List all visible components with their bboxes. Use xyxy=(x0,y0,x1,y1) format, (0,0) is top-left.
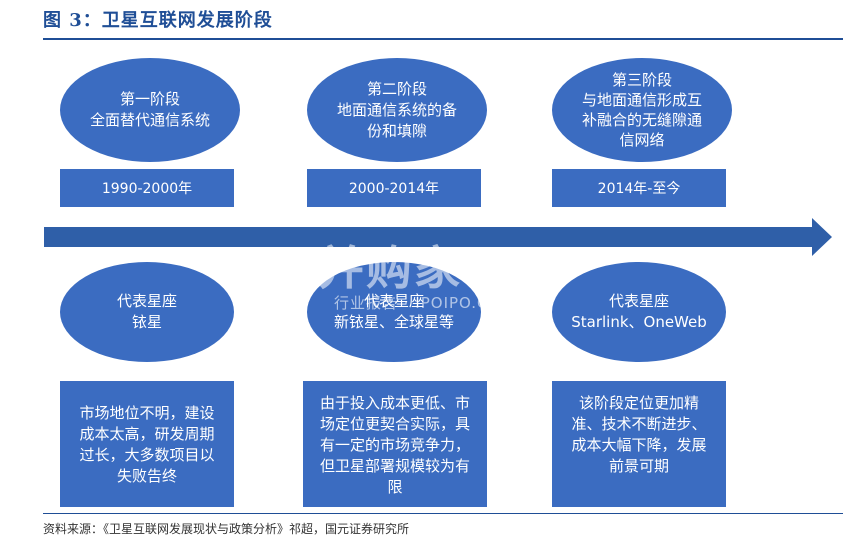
figure-source: 资料来源：《卫星互联网发展现状与政策分析》祁超，国元证券研究所 xyxy=(43,522,410,536)
constellation-3-oval: 代表星座 Starlink、OneWeb xyxy=(552,262,726,362)
stage-1-name: 第一阶段 xyxy=(119,90,180,108)
timeline-arrow xyxy=(44,218,832,256)
figure-title: 图 3：卫星互联网发展阶段 xyxy=(43,10,273,31)
stage-2-period: 2000-2014年 xyxy=(307,169,481,207)
title-rule xyxy=(43,38,843,40)
stage-3-name: 第三阶段 xyxy=(611,71,672,89)
stage-3-line-2: 与地面通信形成互 xyxy=(581,91,702,109)
constellation-1-heading: 代表星座 xyxy=(116,292,177,310)
stage-2-description: 由于投入成本更低、市 场定位更契合实际，具 有一定的市场竞争力， 但卫星部署规模… xyxy=(303,381,487,507)
constellation-1-oval: 代表星座 铱星 xyxy=(60,262,234,362)
stage-3-line-3: 补融合的无缝隙通 xyxy=(581,111,702,129)
stage-3-period: 2014年-至今 xyxy=(552,169,726,207)
stage-1-line-2: 全面替代通信系统 xyxy=(89,111,210,129)
stage-1-description: 市场地位不明，建设 成本太高，研发周期 过长，大多数项目以 失败告终 xyxy=(60,381,234,507)
stage-2-name: 第二阶段 xyxy=(366,79,427,98)
stage-2-oval: 第二阶段 地面通信系统的备 份和填隙 xyxy=(307,58,487,162)
stage-1-oval: 第一阶段 全面替代通信系统 xyxy=(60,58,240,162)
stage-3-description: 该阶段定位更加精 准、技术不断进步、 成本大幅下降，发展 前景可期 xyxy=(552,381,726,507)
stage-1-period: 1990-2000年 xyxy=(60,169,234,207)
constellation-2-name: 新铱星、全球星等 xyxy=(333,313,454,331)
stage-2-line-2: 地面通信系统的备 xyxy=(336,100,457,119)
stage-3-line-4: 信网络 xyxy=(619,131,665,149)
source-rule xyxy=(43,513,843,514)
constellation-2-oval: 代表星座 新铱星、全球星等 xyxy=(307,262,481,362)
constellation-2-heading: 代表星座 xyxy=(363,292,424,310)
stage-2-line-3: 份和填隙 xyxy=(366,121,427,140)
timeline-arrow-shape xyxy=(44,218,832,256)
stage-3-oval: 第三阶段 与地面通信形成互 补融合的无缝隙通 信网络 xyxy=(552,58,732,162)
constellation-1-name: 铱星 xyxy=(131,313,162,331)
constellation-3-name: Starlink、OneWeb xyxy=(571,313,707,331)
watermark-subtext: 行业报告 · IPOIPO.CN xyxy=(334,294,501,312)
watermark-logo-text: 并购家 xyxy=(318,241,462,295)
constellation-3-heading: 代表星座 xyxy=(608,292,669,310)
